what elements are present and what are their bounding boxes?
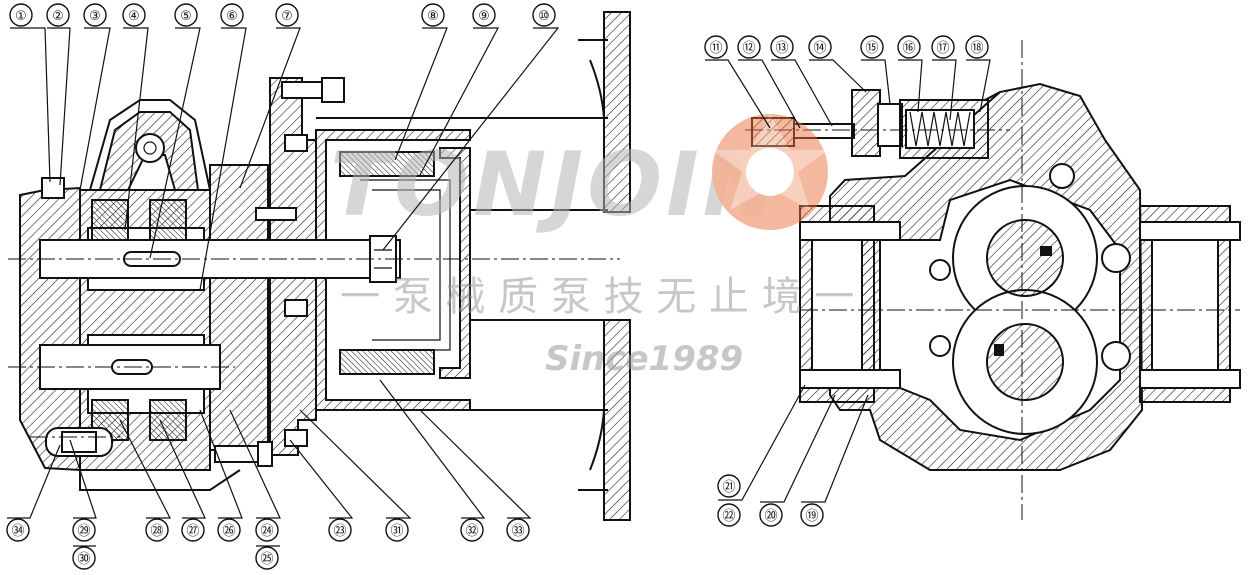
watermark-since: Since1989 bbox=[545, 339, 743, 379]
callout-29: ㉙ bbox=[72, 518, 96, 542]
callout-10: ⑩ bbox=[532, 3, 556, 27]
callout-8: ⑧ bbox=[421, 3, 445, 27]
callout-15: ⑮ bbox=[860, 35, 884, 59]
svg-text:㉔: ㉔ bbox=[260, 524, 273, 539]
callout-6: ⑥ bbox=[220, 3, 244, 27]
svg-text:②: ② bbox=[52, 9, 64, 24]
flange-bolt-1 bbox=[799, 221, 901, 241]
svg-text:⑥: ⑥ bbox=[226, 9, 238, 24]
callout-21: ㉑ bbox=[717, 474, 741, 498]
watermark-slogan: 一 泵 械 质 泵 技 无 止 境 一 bbox=[340, 274, 854, 320]
bolt-head-top bbox=[321, 77, 345, 103]
bracket-bolt-hole bbox=[135, 133, 165, 163]
svg-text:⑲: ⑲ bbox=[805, 509, 818, 524]
callout-14: ⑭ bbox=[808, 35, 832, 59]
callout-9: ⑨ bbox=[472, 3, 496, 27]
watermark-brand: TONJOIN bbox=[330, 133, 780, 236]
svg-text:④: ④ bbox=[128, 9, 140, 24]
callout-34: ㉞ bbox=[6, 518, 30, 542]
svg-text:㉙: ㉙ bbox=[77, 524, 90, 539]
callout-31: ㉛ bbox=[385, 518, 409, 542]
callout-2: ② bbox=[46, 3, 70, 27]
svg-text:⑦: ⑦ bbox=[281, 9, 293, 24]
svg-text:①: ① bbox=[15, 9, 27, 24]
bell-housing bbox=[316, 117, 608, 411]
outer-magnet-upper bbox=[339, 151, 435, 177]
svg-text:㉕: ㉕ bbox=[260, 552, 273, 567]
callout-27: ㉗ bbox=[181, 518, 205, 542]
flange-bolt-3 bbox=[1139, 221, 1241, 241]
svg-text:㉓: ㉓ bbox=[333, 524, 346, 539]
svg-text:㉞: ㉞ bbox=[11, 524, 24, 539]
svg-text:⑧: ⑧ bbox=[427, 9, 439, 24]
lock-nut bbox=[851, 89, 881, 157]
flange-bolt-4 bbox=[1139, 369, 1241, 389]
bolt-top bbox=[281, 81, 323, 99]
svg-text:⑰: ⑰ bbox=[936, 41, 949, 56]
callout-22: ㉒ bbox=[717, 503, 741, 527]
svg-text:㉑: ㉑ bbox=[722, 480, 735, 495]
callout-25: ㉕ bbox=[255, 546, 279, 570]
callout-1: ① bbox=[9, 3, 33, 27]
callout-17: ⑰ bbox=[931, 35, 955, 59]
callout-30: ㉚ bbox=[72, 546, 96, 570]
svg-text:⑪: ⑪ bbox=[709, 41, 722, 56]
callout-12: ⑫ bbox=[737, 35, 761, 59]
svg-text:㉗: ㉗ bbox=[186, 524, 199, 539]
flange-bolt-2 bbox=[799, 369, 901, 389]
callout-32: ㉜ bbox=[460, 518, 484, 542]
svg-text:⑫: ⑫ bbox=[742, 41, 755, 56]
callout-16: ⑯ bbox=[897, 35, 921, 59]
watermark-logo bbox=[712, 114, 828, 230]
svg-text:㉝: ㉝ bbox=[511, 524, 524, 539]
svg-text:⑭: ⑭ bbox=[813, 41, 826, 56]
svg-text:⑱: ⑱ bbox=[970, 41, 983, 56]
callout-19: ⑲ bbox=[800, 503, 824, 527]
svg-text:㉜: ㉜ bbox=[465, 524, 478, 539]
callout-26: ㉖ bbox=[217, 518, 241, 542]
svg-text:⑤: ⑤ bbox=[180, 9, 192, 24]
relief-spring bbox=[909, 111, 971, 147]
svg-text:⑮: ⑮ bbox=[865, 41, 878, 56]
svg-text:⑨: ⑨ bbox=[478, 9, 490, 24]
callout-24: ㉔ bbox=[255, 518, 279, 542]
callout-13: ⑬ bbox=[770, 35, 794, 59]
callout-3: ③ bbox=[83, 3, 107, 27]
callout-5: ⑤ bbox=[174, 3, 198, 27]
left-section-view bbox=[8, 11, 631, 521]
svg-text:⑯: ⑯ bbox=[902, 41, 915, 56]
svg-text:⑳: ⑳ bbox=[764, 509, 777, 524]
adjusting-screw bbox=[751, 117, 795, 147]
svg-text:㉘: ㉘ bbox=[150, 524, 163, 539]
callout-4: ④ bbox=[122, 3, 146, 27]
callouts: ① ② ③ ④ ⑤ ⑥ ⑦ ⑧ ⑨ ⑩ ⑪ ⑫ ⑬ ⑭ ⑮ ⑯ ⑰ ⑱ ㉞ ㉙ … bbox=[6, 3, 991, 570]
svg-text:⑬: ⑬ bbox=[775, 41, 788, 56]
svg-text:⑩: ⑩ bbox=[538, 9, 550, 24]
callout-23: ㉓ bbox=[328, 518, 352, 542]
svg-text:㉒: ㉒ bbox=[722, 509, 735, 524]
right-end-view bbox=[745, 40, 1241, 520]
brand-watermark: TONJOIN 一 泵 械 质 泵 技 无 止 境 一 Since1989 bbox=[330, 114, 854, 379]
callout-7: ⑦ bbox=[275, 3, 299, 27]
isolation-sleeve bbox=[439, 147, 471, 379]
base-foot bbox=[79, 469, 241, 491]
callout-11: ⑪ bbox=[704, 35, 728, 59]
svg-text:㉛: ㉛ bbox=[390, 524, 403, 539]
svg-text:③: ③ bbox=[89, 9, 101, 24]
callout-28: ㉘ bbox=[145, 518, 169, 542]
svg-text:㉚: ㉚ bbox=[77, 552, 90, 567]
cap-screw bbox=[41, 177, 65, 199]
svg-text:㉖: ㉖ bbox=[222, 524, 235, 539]
callout-33: ㉝ bbox=[506, 518, 530, 542]
callout-20: ⑳ bbox=[759, 503, 783, 527]
callout-18: ⑱ bbox=[965, 35, 989, 59]
outer-magnet-lower bbox=[339, 349, 435, 375]
